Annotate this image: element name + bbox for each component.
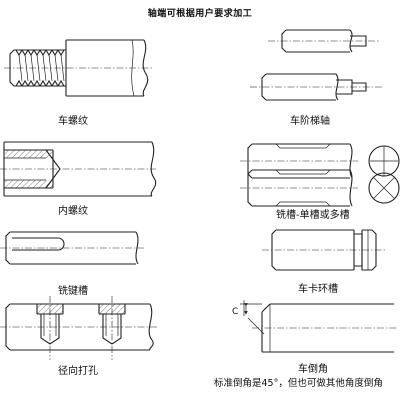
radial-hole-label: 径向打孔 [58, 366, 98, 377]
chamfer-dimension-label: C [232, 307, 239, 317]
keyway-drawing [0, 231, 144, 265]
slot-milling-label: 铣槽-单槽或多槽 [276, 210, 350, 221]
internal-thread-label: 内螺纹 [58, 206, 88, 217]
radial-hole-drawing [0, 296, 158, 360]
chamfer-label: 车倒角 [298, 364, 328, 375]
step-shaft-drawing [250, 29, 384, 101]
thread-drawing [4, 39, 152, 97]
circlip-groove-drawing [262, 229, 386, 271]
circlip-groove-label: 车卡环槽 [298, 284, 338, 295]
keyway-label: 铣键槽 [58, 286, 88, 297]
internal-thread-drawing [0, 141, 157, 197]
chamfer-drawing [240, 300, 398, 353]
thread-label: 车螺纹 [58, 116, 88, 127]
step-shaft-label: 车阶梯轴 [290, 116, 330, 127]
page-title: 轴端可根据用户要求加工 [147, 9, 253, 19]
chamfer-note: 标准倒角是45°，但也可做其他角度倒角 [214, 378, 383, 389]
thread-teeth [15, 49, 65, 87]
slot-milling-drawing [240, 143, 400, 207]
